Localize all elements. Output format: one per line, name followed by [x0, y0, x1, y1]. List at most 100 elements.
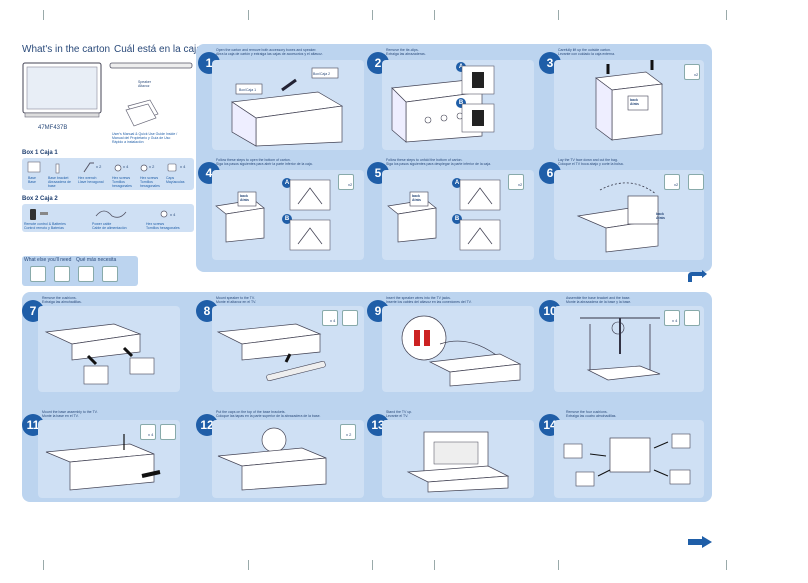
step-4-sub-b: B	[282, 214, 292, 224]
step-11-illustration	[45, 434, 161, 491]
box1-items-illustration	[27, 161, 177, 174]
crop-mark	[43, 10, 44, 20]
speaker-label: Speaker Altavoz	[138, 80, 152, 88]
step-4-sub-a: A	[282, 178, 292, 188]
step-10-screw-icon	[664, 310, 680, 326]
speaker-illustration	[109, 62, 193, 69]
box2-strip	[22, 204, 194, 232]
step-3-back-label: back Atrás	[630, 98, 639, 106]
box1-item-base: Base Base	[28, 176, 36, 184]
step-10-text: Assemble the base bracket and the base. …	[566, 296, 632, 304]
model-number: 47MF437B	[38, 125, 68, 131]
tv-illustration	[22, 62, 102, 118]
step-5-back-label: back Atrás	[412, 194, 421, 202]
step-9-illustration	[401, 315, 522, 387]
step-8-qty: x 4	[330, 318, 336, 323]
box2-item-hex-screws: Hex screws Tornillos hexagonales	[146, 222, 180, 230]
crop-mark	[248, 10, 249, 20]
step-5-sub-b: B	[452, 214, 462, 224]
step-13-illustration	[406, 431, 510, 493]
step-5-hand-icon	[508, 174, 524, 190]
step-6-back-label: back Atrás	[656, 212, 665, 220]
box2-item-power-cable: Power cable Cable de alimentación	[92, 222, 127, 230]
box1-qty-screws-a: x 4	[123, 164, 129, 169]
step-4-qty: x2	[348, 182, 353, 187]
crop-mark	[372, 10, 373, 20]
carton-title-en: What's in the carton	[22, 44, 111, 55]
step-10-illustration	[580, 317, 661, 381]
step-7-text: Remove the cushions. Extraiga las almoha…	[42, 296, 82, 304]
step-8-illustration	[216, 323, 326, 382]
step-8-text: Mount speaker to the TV. Monte el altavo…	[216, 296, 257, 304]
hex-wrench-icon	[54, 266, 70, 282]
need-label-es: Qué más necesita	[76, 257, 117, 263]
step-14-text: Remove the four cushions. Extraiga las c…	[566, 410, 617, 418]
box1-item-screws-a: Hex screws Tornillos hexagonales	[112, 176, 132, 188]
step-6-hand-icon	[664, 174, 680, 190]
step-11-qty: x 4	[148, 432, 154, 437]
box1-item-screws-b: Hex screws Tornillos hexagonales	[140, 176, 160, 188]
box2-items-illustration	[30, 209, 168, 220]
step-5-qty: x2	[518, 182, 523, 187]
step-1-text: Open the carton and remove both accessor…	[216, 48, 323, 56]
step-6-text: Lay the TV face down and cut the bag. Co…	[558, 158, 624, 166]
step-3-text: Carefully lift up the outside carton. Le…	[558, 48, 616, 56]
step-7-illustration	[44, 323, 155, 385]
step-4-text: Follow these steps to open the bottom of…	[216, 158, 313, 166]
step-11-wrench-icon	[160, 424, 176, 440]
manual-label: User's Manual & Quick Use Guide Inside /…	[112, 132, 178, 144]
manual-illustration	[125, 99, 159, 127]
step-14-illustration	[563, 433, 691, 487]
next-arrow-icon	[688, 270, 707, 282]
step-12-text: Put the caps on the top of the base brac…	[216, 410, 321, 418]
hex-key-icon	[102, 266, 118, 282]
step-2-sub-a: A	[456, 62, 466, 72]
box2-qty-screws: x 4	[170, 212, 176, 217]
scissors-icon	[78, 266, 94, 282]
box1-item-caps: Caps Mayúsculas	[166, 176, 185, 184]
step-8-wrench-icon	[342, 310, 358, 326]
box1-qty-wrench: x 2	[96, 164, 102, 169]
step-6-illustration	[576, 182, 660, 253]
step-10-qty: x 4	[672, 318, 678, 323]
step-13-text: Stand the TV up. Levante el TV.	[386, 410, 413, 418]
crop-mark	[248, 560, 249, 570]
step-1-box2-label: Box/Caja 2	[313, 72, 331, 76]
crop-mark	[434, 10, 435, 20]
step-10-wrench-icon	[684, 310, 700, 326]
box1-label: Box 1 Caja 1	[22, 150, 58, 156]
step-2-sub-b: B	[456, 98, 466, 108]
step-11-screw-icon	[140, 424, 156, 440]
step-3-illustration	[595, 60, 663, 141]
step-2-text: Remove the tie-clips. Extraiga las abraz…	[386, 48, 426, 56]
step-11-text: Mount the base assembly to the TV. Monte…	[42, 410, 98, 418]
box1-strip	[22, 158, 194, 190]
box1-item-bracket: Base bracket Abrazadera de base	[48, 176, 71, 188]
step-4-hand-icon	[338, 174, 354, 190]
box1-qty-caps: x 4	[180, 164, 186, 169]
step-2-detail-illustration	[461, 65, 495, 133]
box1-item-wrench: Hex wrench Llave hexagonal	[78, 176, 104, 184]
step-6-qty: x2	[674, 182, 679, 187]
crop-mark	[434, 560, 435, 570]
step-4-back-label: back Atrás	[240, 194, 249, 202]
step-8-screw-icon	[322, 310, 338, 326]
crop-mark	[558, 560, 559, 570]
step-5-sub-a: A	[452, 178, 462, 188]
step-6-scissors-icon	[688, 174, 704, 190]
box2-item-remote: Remote control & Batteries Control remot…	[24, 222, 66, 230]
crop-mark	[726, 560, 727, 570]
step-12-qty: x 2	[346, 432, 352, 437]
step-3-qty: x2	[694, 72, 699, 77]
crop-mark	[43, 560, 44, 570]
crop-mark	[726, 10, 727, 20]
crop-mark	[372, 560, 373, 570]
need-label-en: What else you'll need	[24, 257, 72, 263]
step-4-detail-illustration	[289, 179, 331, 251]
step-1-illustration	[231, 67, 344, 147]
crop-mark	[558, 10, 559, 20]
step-5-illustration	[387, 191, 437, 243]
carton-title-es: Cuál está en la caja	[114, 44, 202, 55]
box1-qty-screws-b: x 2	[149, 164, 155, 169]
step-4-illustration	[215, 191, 265, 243]
